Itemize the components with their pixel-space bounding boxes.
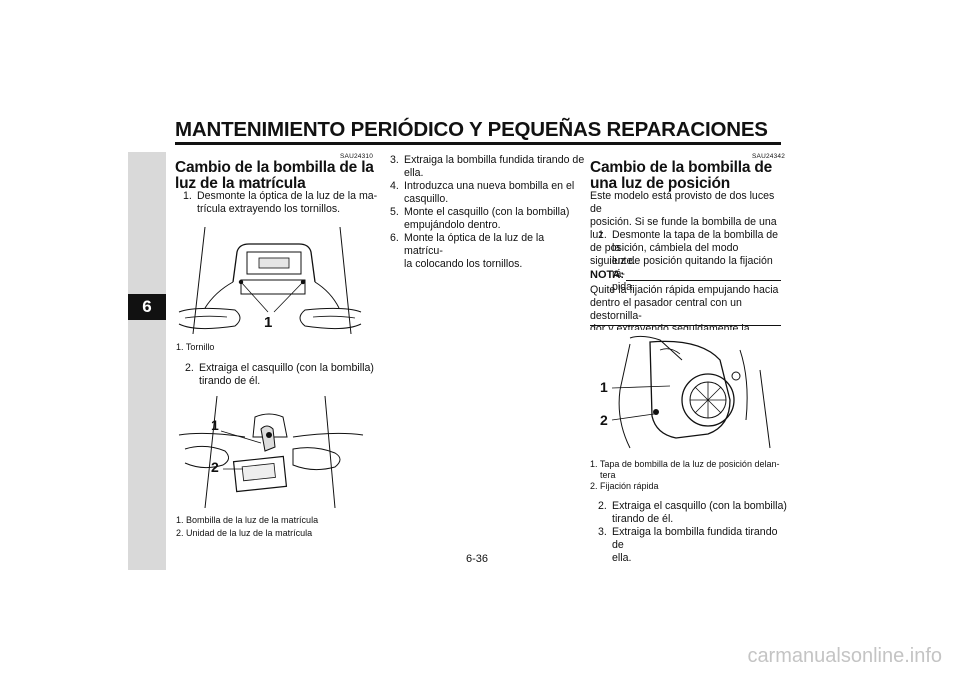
- section-code: SAU24342: [752, 153, 786, 160]
- step-line: trícula extrayendo los tornillos.: [197, 203, 341, 215]
- step-line: Extraiga el casquillo (con la bombilla): [612, 500, 787, 512]
- figure-caption: 1. Tapa de bombilla de la luz de posició…: [590, 459, 780, 469]
- step-line: Desmonte la tapa de la bombilla de la: [612, 229, 779, 254]
- section-heading: Cambio de la bombilla de la luz de la ma…: [175, 159, 374, 192]
- chapter-tab: [128, 152, 166, 570]
- step-line: Introduzca una nueva bombilla en el: [404, 180, 575, 192]
- note-label: NOTA:: [590, 269, 625, 281]
- text-line: posición. Si se funde la bombilla de una…: [590, 216, 777, 241]
- step-line: tirando de él.: [612, 513, 674, 525]
- figure-callout: 1: [264, 314, 273, 331]
- page-title: MANTENIMIENTO PERIÓDICO Y PEQUEÑAS REPAR…: [175, 118, 768, 141]
- figure-caption: 2. Fijación rápida: [590, 481, 659, 491]
- figure-callout: 2: [211, 459, 219, 475]
- text-line: Este modelo está provisto de dos luces d…: [590, 190, 775, 215]
- step-number: 1.: [598, 229, 607, 241]
- text-line: de posición, cámbiela del modo siguiente…: [590, 242, 739, 267]
- section-code: SAU24310: [340, 153, 374, 160]
- note-rule: [626, 280, 781, 281]
- step-line: tirando de él.: [199, 375, 261, 387]
- step-line: pida.: [612, 281, 635, 293]
- figure-callout: 2: [600, 412, 608, 428]
- step-line: Extraiga el casquillo (con la bombilla): [199, 362, 374, 374]
- step-line: Extraiga la bombilla fundida tirando de: [612, 526, 778, 551]
- step-line: casquillo.: [404, 193, 449, 205]
- step-line: ella.: [404, 167, 424, 179]
- figure-caption: 1. Tornillo: [176, 342, 215, 352]
- figure-callout: 1: [211, 417, 219, 433]
- step-line: la colocando los tornillos.: [404, 258, 523, 270]
- step-line: Extraiga la bombilla fundida tirando de: [404, 154, 585, 166]
- step-number: 2.: [185, 362, 194, 374]
- step-line: Desmonte la óptica de la luz de la ma-: [197, 190, 378, 202]
- step-line: ella.: [612, 552, 632, 564]
- step-line: empujándolo dentro.: [404, 219, 501, 231]
- text-line: Quite la fijación rápida empujando hacia: [590, 284, 779, 296]
- step-line: Monte la óptica de la luz de la matrícu-: [404, 232, 545, 257]
- figure-license-light-bulb: 1 2: [175, 393, 367, 511]
- section-heading: Cambio de la bombilla de una luz de posi…: [590, 159, 773, 192]
- figure-callout: 1: [600, 379, 608, 395]
- header-rule: [175, 142, 781, 145]
- step-line: luz de posición quitando la fijación rá-: [612, 255, 773, 280]
- figure-license-light-screws: 1: [175, 222, 367, 339]
- watermark: carmanualsonline.info: [747, 645, 942, 667]
- figure-position-light: 1 2: [590, 330, 781, 453]
- figure-caption: tera: [600, 470, 616, 480]
- step-number: 6.: [390, 232, 399, 244]
- step-number: 2.: [598, 500, 607, 512]
- intro-paragraph: Este modelo está provisto de dos luces d…: [590, 190, 785, 268]
- step-number: 1.: [183, 190, 192, 202]
- page-number: 6-36: [466, 553, 489, 565]
- figure-caption: 2. Unidad de la luz de la matrícula: [176, 528, 313, 538]
- step-number: 4.: [390, 180, 399, 192]
- text-line: dentro el pasador central con un destorn…: [590, 297, 742, 322]
- chapter-number: 6: [128, 294, 166, 320]
- step-number: 3.: [598, 526, 607, 538]
- step-number: 3.: [390, 154, 399, 166]
- note-rule: [590, 325, 781, 326]
- step-line: Monte el casquillo (con la bombilla): [404, 206, 570, 218]
- step-number: 5.: [390, 206, 399, 218]
- figure-caption: 1. Bombilla de la luz de la matrícula: [176, 515, 319, 525]
